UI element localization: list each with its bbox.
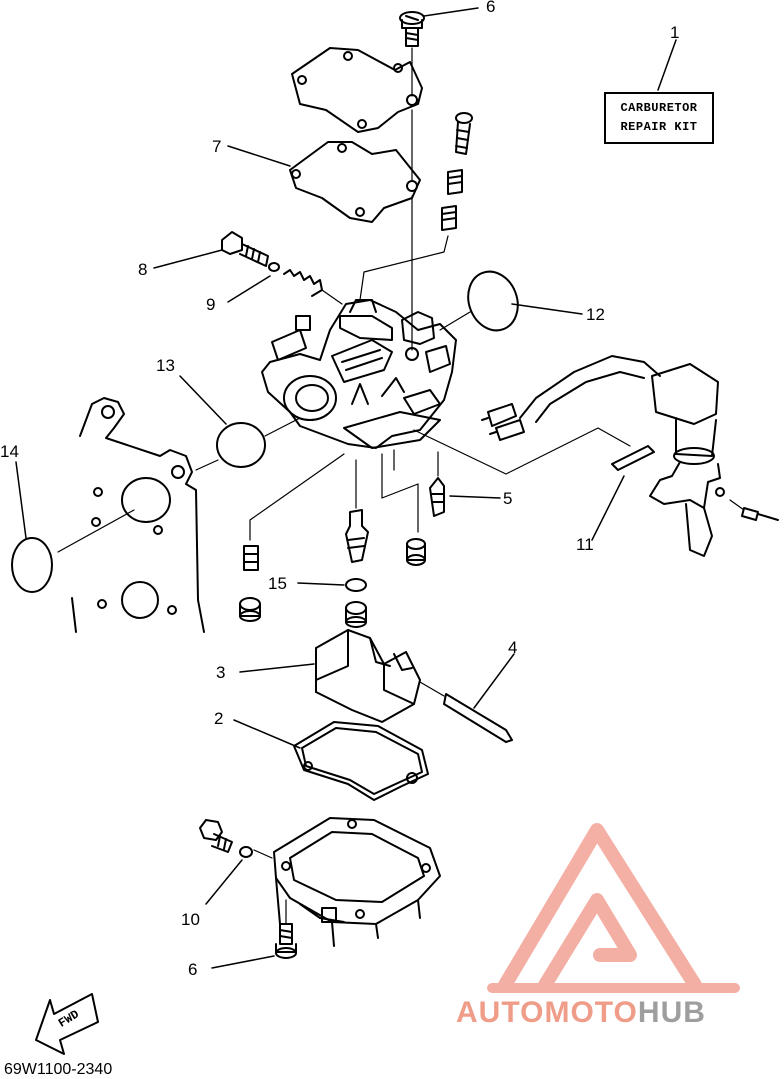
o-ring-12-icon <box>467 270 519 332</box>
callout-6-top: 6 <box>486 0 496 16</box>
callout-10: 10 <box>181 910 200 929</box>
callout-8: 8 <box>138 260 148 279</box>
callout-15: 15 <box>268 574 287 593</box>
o-ring-14-icon <box>11 537 53 593</box>
callout-11: 11 <box>576 535 594 554</box>
callout-1: 1 <box>670 23 680 42</box>
intake-gasket-icon <box>71 397 205 633</box>
callout-2: 2 <box>214 709 224 728</box>
drain-screw-icon <box>199 819 233 853</box>
cover-plate-icon <box>291 47 423 133</box>
o-ring-10-icon <box>239 846 253 858</box>
pilot-jet-icon <box>243 545 259 571</box>
needle-valve-icon <box>429 477 445 517</box>
float-chamber-gasket-icon <box>293 721 429 801</box>
document-code: 69W1100-2340 <box>4 1061 113 1078</box>
kit-label-line2: REPAIR KIT <box>620 120 698 134</box>
kit-label-line1: CARBURETOR <box>620 101 698 115</box>
spring-icon <box>283 269 323 297</box>
diaphragm-gasket-icon <box>289 141 421 223</box>
o-ring-small-icon <box>268 262 280 272</box>
o-ring-15-icon <box>345 578 367 592</box>
watermark-wordmark: AUTOMOTOHUB <box>456 996 706 1030</box>
float-chamber-icon <box>273 817 441 947</box>
float-icon <box>315 629 421 723</box>
callout-4: 4 <box>508 638 518 657</box>
fwd-arrow-icon <box>35 993 99 1055</box>
watermark-word-accent: HUB <box>637 996 706 1029</box>
callout-13: 13 <box>156 356 175 375</box>
screw-bottom-icon <box>275 923 297 959</box>
gasket-11-icon <box>611 445 655 471</box>
repair-kit-label: CARBURETOR REPAIR KIT <box>604 92 714 144</box>
watermark-logo-icon <box>487 823 740 993</box>
enrichener-valve-icon <box>481 355 779 557</box>
screw-top-icon <box>399 11 425 47</box>
callout-9: 9 <box>206 295 216 314</box>
callout-3: 3 <box>216 663 226 682</box>
float-pin-icon <box>443 693 513 743</box>
main-jet-icon <box>345 509 369 563</box>
cap-icon <box>345 601 367 628</box>
carburetor-body-icon <box>261 299 457 449</box>
callout-14: 14 <box>0 442 19 461</box>
callout-12: 12 <box>586 305 605 324</box>
drain-plug-icon <box>239 597 261 622</box>
callout-7: 7 <box>212 137 222 156</box>
watermark-word-main: AUTOMOTO <box>456 996 638 1029</box>
pilot-screw-icon <box>441 112 473 231</box>
o-ring-13-icon <box>216 422 266 468</box>
throttle-stop-screw-icon <box>221 231 269 267</box>
callout-6-bottom: 6 <box>188 960 198 979</box>
callout-5: 5 <box>503 489 513 508</box>
plug-screw-icon <box>406 538 426 566</box>
